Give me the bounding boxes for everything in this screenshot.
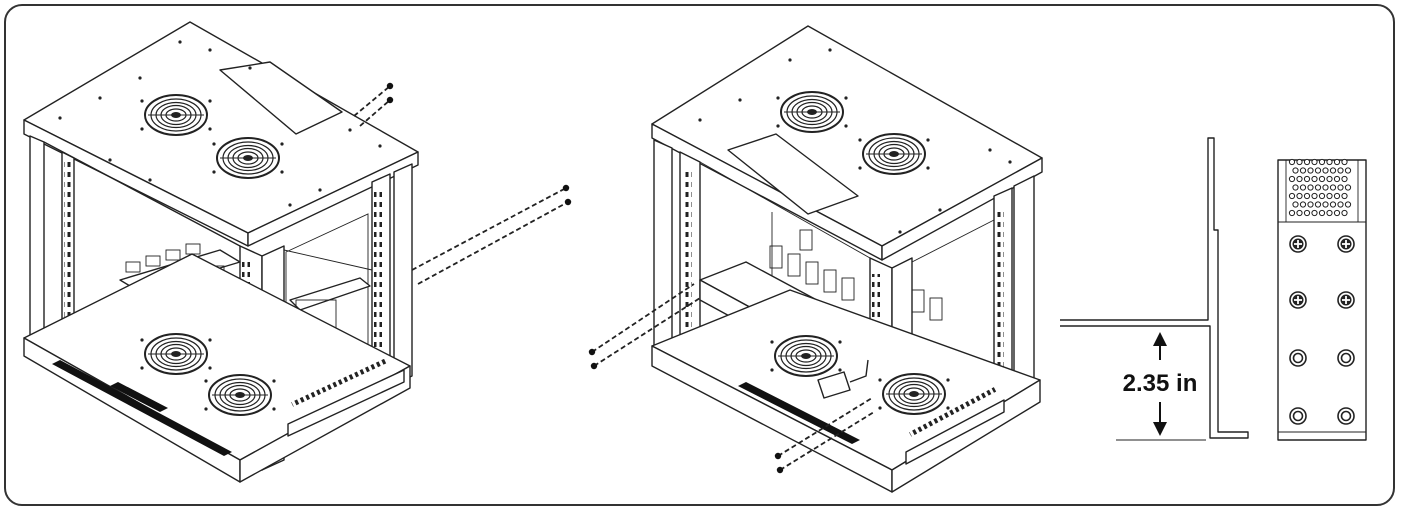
right-cabinet <box>651 25 1043 493</box>
screw-icon <box>590 362 598 370</box>
screw-icon <box>386 96 394 104</box>
left-screws <box>353 82 572 285</box>
screw-icon <box>776 466 784 474</box>
bracket-profile: 2.35 in <box>1060 137 1249 441</box>
bracket-front <box>1277 158 1367 441</box>
screw-icon <box>588 348 596 356</box>
dimension-label: 2.35 in <box>1123 370 1198 397</box>
screw-icon <box>774 452 782 460</box>
screw-icon <box>562 184 570 192</box>
screw-icon <box>386 82 394 90</box>
screw-icon <box>564 198 572 206</box>
perforated-vent-icon <box>1288 158 1352 217</box>
left-cabinet <box>23 21 419 483</box>
right-screws <box>588 283 875 474</box>
